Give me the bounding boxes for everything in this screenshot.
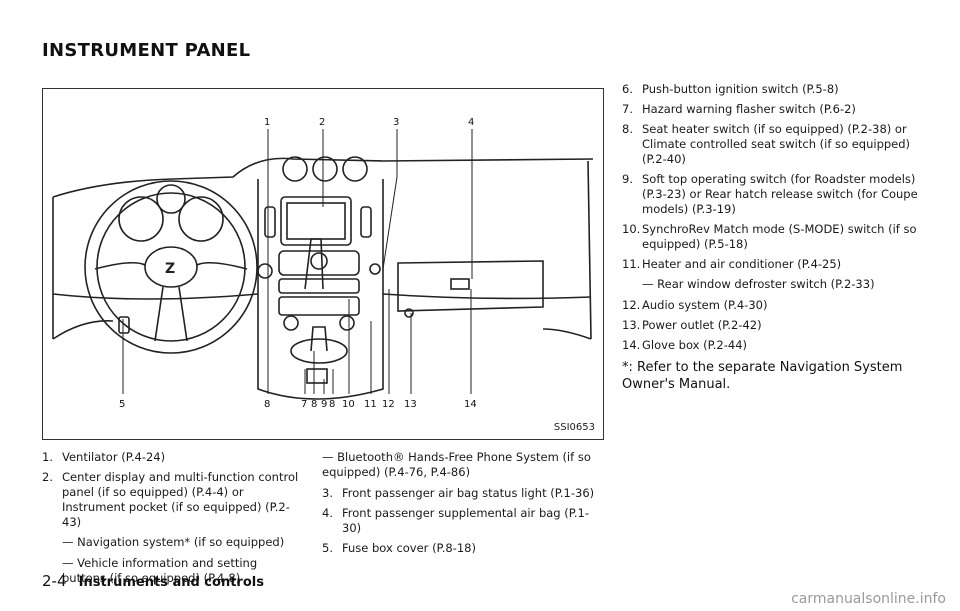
list-item: 6. Push-button ignition switch (P.5-8) (622, 82, 920, 97)
item-number: 6. (622, 82, 633, 96)
item-text: Audio system (P.4-30) (642, 298, 768, 312)
callout-7: 7 (301, 399, 307, 410)
item-number: 5. (322, 541, 333, 555)
page-number: 2-4 (42, 572, 67, 590)
item-number: 8. (622, 122, 633, 136)
dashboard-illustration: Z 1 2 3 4 5 (52, 117, 594, 410)
list-item: 11. Heater and air conditioner (P.4-25) (622, 257, 920, 272)
sub-item: — Rear window defroster switch (P.2-33) (642, 277, 875, 291)
list-item: 9. Soft top operating switch (for Roadst… (622, 172, 920, 217)
page-heading: INSTRUMENT PANEL (42, 40, 251, 61)
legend-column-middle: — Bluetooth® Hands-Free Phone System (if… (322, 450, 604, 561)
item-number: 12. (622, 298, 641, 312)
callout-11: 11 (364, 399, 377, 410)
callout-10: 10 (342, 399, 355, 410)
list-item: 2. Center display and multi-function con… (42, 470, 304, 530)
item-text: Hazard warning flasher switch (P.6-2) (642, 102, 856, 116)
callout-9: 9 (321, 399, 327, 410)
callout-3: 3 (393, 117, 399, 128)
sub-item: — Vehicle information and setting button… (62, 556, 258, 585)
item-number: 4. (322, 506, 333, 520)
callout-13: 13 (404, 399, 417, 410)
callout-12: 12 (382, 399, 395, 410)
item-text: Seat heater switch (if so equipped) (P.2… (642, 122, 911, 166)
list-item: 1. Ventilator (P.4-24) (42, 450, 304, 465)
instrument-panel-figure: Z 1 2 3 4 5 (42, 88, 604, 440)
list-item: 8. Seat heater switch (if so equipped) (… (622, 122, 920, 167)
figure-id: SSI0653 (553, 422, 595, 433)
item-text: Front passenger supplemental air bag (P.… (342, 506, 589, 535)
callout-8c: 8 (329, 399, 335, 410)
section-title: Instruments and controls (78, 575, 264, 590)
list-item: 13. Power outlet (P.2-42) (622, 318, 920, 333)
item-number: 2. (42, 470, 53, 484)
item-text: Front passenger air bag status light (P.… (342, 486, 595, 500)
callout-14: 14 (464, 399, 477, 410)
item-text: Center display and multi-function contro… (62, 470, 299, 529)
page-footer: 2-4 Instruments and controls (42, 572, 264, 590)
item-number: 13. (622, 318, 641, 332)
item-text: Power outlet (P.2-42) (642, 318, 762, 332)
callout-4: 4 (468, 117, 474, 128)
list-item: 10. SynchroRev Match mode (S-MODE) switc… (622, 222, 920, 252)
item-text: Push-button ignition switch (P.5-8) (642, 82, 839, 96)
item-number: 1. (42, 450, 53, 464)
footnote: *: Refer to the separate Navigation Syst… (622, 360, 903, 392)
list-item: 7. Hazard warning flasher switch (P.6-2) (622, 102, 920, 117)
item-number: 7. (622, 102, 633, 116)
item-text: Heater and air conditioner (P.4-25) (642, 257, 842, 271)
item-text: Fuse box cover (P.8-18) (342, 541, 476, 555)
item-text: SynchroRev Match mode (S-MODE) switch (i… (642, 222, 917, 251)
callout-8a: 8 (264, 399, 270, 410)
item-text: Glove box (P.2-44) (642, 338, 747, 352)
item-number: 11. (622, 257, 641, 271)
list-item: 12. Audio system (P.4-30) (622, 298, 920, 313)
callout-2: 2 (319, 117, 325, 128)
list-item: 4. Front passenger supplemental air bag … (322, 506, 604, 536)
item-text: Ventilator (P.4-24) (62, 450, 166, 464)
legend-column-right: 6. Push-button ignition switch (P.5-8) 7… (622, 82, 920, 393)
item-text: Soft top operating switch (for Roadster … (642, 172, 918, 216)
list-item: 14. Glove box (P.2-44) (622, 338, 920, 353)
item-number: 3. (322, 486, 333, 500)
item-number: 14. (622, 338, 641, 352)
item-number: 9. (622, 172, 633, 186)
list-item: 3. Front passenger air bag status light … (322, 486, 604, 501)
sub-item: — Navigation system* (if so equipped) (62, 535, 285, 549)
watermark: carmanualsonline.info (791, 591, 946, 607)
legend-column-left: 1. Ventilator (P.4-24) 2. Center display… (42, 450, 304, 592)
callout-8b: 8 (311, 399, 317, 410)
sub-item: — Bluetooth® Hands-Free Phone System (if… (322, 450, 591, 479)
list-item: 5. Fuse box cover (P.8-18) (322, 541, 604, 556)
callout-5: 5 (119, 399, 125, 410)
item-number: 10. (622, 222, 641, 236)
svg-text:Z: Z (165, 261, 175, 277)
callout-1: 1 (264, 117, 270, 128)
